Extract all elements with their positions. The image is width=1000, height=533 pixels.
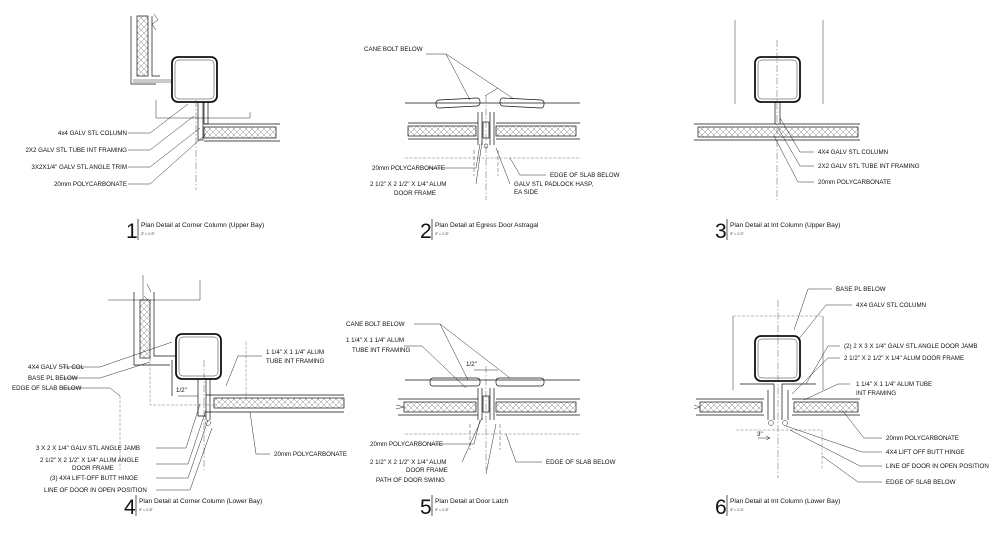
detail-2-title-block: 2 Plan Detail at Egress Door Astragal 3"… [420, 219, 539, 243]
detail-2-scale: 3" = 1'-0" [435, 232, 450, 236]
detail-5-label-6: 2 1/2" X 2 1/2" X 1/4" ALUM [370, 459, 446, 466]
detail-1-title: Plan Detail at Corner Column (Upper Bay) [141, 222, 264, 229]
detail-6-label-8: 20mm POLYCARBONATE [886, 435, 959, 442]
detail-1-label-4: 20mm POLYCARBONATE [54, 181, 127, 188]
detail-6-label-7: 3" [757, 431, 763, 438]
detail-4-label-10: (3) 4X4 LIFT-OFF BUTT HINGE [50, 475, 138, 482]
detail-4-scale: 3" = 1'-0" [139, 508, 154, 512]
detail-6-title-block: 6 Plan Detail at Int Column (Lower Bay) … [715, 495, 840, 519]
detail-5: CANE BOLT BELOW 1 1/4" X 1 1/4" ALUM TUB… [346, 321, 616, 519]
detail-5-label-9: EDGE OF SLAB BELOW [546, 459, 616, 466]
detail-3-title: Plan Detail at Int Column (Upper Bay) [730, 222, 840, 229]
detail-3-label-3: 20mm POLYCARBONATE [818, 179, 891, 186]
detail-3: 4X4 GALV STL COLUMN 2X2 GALV STL TUBE IN… [694, 20, 920, 243]
detail-4-label-12: 20mm POLYCARBONATE [274, 451, 347, 458]
detail-2: CANE BOLT BELOW 20mm POLYCARBONATE 2 1/2… [364, 46, 620, 243]
detail-6-label-11: EDGE OF SLAB BELOW [886, 479, 956, 486]
detail-6-label-9: 4X4 LIFT OFF BUTT HINGE [886, 449, 965, 456]
detail-5-label-5: 20mm POLYCARBONATE [370, 441, 443, 448]
detail-5-label-2: 1 1/4" X 1 1/4" ALUM [346, 337, 404, 344]
detail-5-label-4: 1/2" [466, 361, 477, 368]
detail-4-drawing [62, 275, 345, 491]
detail-4: 4X4 GALV STL COL BASE PL BELOW EDGE OF S… [12, 275, 347, 519]
detail-4-title-block: 4 Plan Detail at Corner Column (Lower Ba… [124, 495, 262, 519]
detail-2-label-6: GALV STL PADLOCK HASP, [514, 181, 593, 188]
detail-1-drawing [128, 13, 280, 190]
detail-6-label-2: 4X4 GALV STL COLUMN [856, 302, 926, 309]
detail-1-number: 1 [126, 220, 138, 243]
detail-6-scale: 3" = 1'-0" [730, 508, 745, 512]
detail-1-label-2: 2X2 GALV STL TUBE INT FRAMING [25, 147, 127, 154]
detail-4-title: Plan Detail at Corner Column (Lower Bay) [139, 498, 262, 505]
detail-4-label-7: 3 X 2 X 1/4" GALV STL ANGLE JAMB [36, 445, 140, 452]
detail-2-drawing [405, 53, 580, 200]
detail-4-label-9: DOOR FRAME [72, 465, 114, 472]
detail-5-title-block: 5 Plan Detail at Door Latch 3" = 1'-0" [420, 495, 509, 519]
detail-1-title-block: 1 Plan Detail at Corner Column (Upper Ba… [126, 219, 264, 243]
detail-2-title: Plan Detail at Egress Door Astragal [435, 222, 539, 229]
detail-5-number: 5 [420, 496, 432, 519]
detail-2-label-4: DOOR FRAME [394, 190, 436, 197]
detail-3-scale: 3" = 1'-0" [730, 232, 745, 236]
detail-6-title: Plan Detail at Int Column (Lower Bay) [730, 498, 840, 505]
detail-6-label-3: (2) 2 X 3 X 1/4" GALV STL ANGLE DOOR JAM… [844, 343, 978, 350]
detail-3-drawing [694, 20, 860, 200]
detail-3-label-2: 2X2 GALV STL TUBE INT FRAMING [818, 163, 920, 170]
detail-6-drawing [693, 288, 882, 483]
detail-6-label-10: LINE OF DOOR IN OPEN POSITION [886, 463, 989, 470]
detail-1-label-1: 4x4 GALV STL COLUMN [58, 130, 127, 137]
detail-2-label-2: 20mm POLYCARBONATE [372, 165, 445, 172]
detail-2-label-3: 2 1/2" X 2 1/2" X 1/4" ALUM [370, 181, 446, 188]
detail-4-label-2: BASE PL BELOW [28, 375, 78, 382]
detail-3-number: 3 [715, 220, 727, 243]
detail-2-label-5: EDGE OF SLAB BELOW [550, 172, 620, 179]
detail-6-label-5: 1 1/4" X 1 1/4" ALUM TUBE [856, 381, 932, 388]
detail-6-label-1: BASE PL BELOW [836, 286, 886, 293]
detail-6-label-6: INT FRAMING [856, 390, 896, 397]
detail-4-number: 4 [124, 496, 136, 519]
detail-5-title: Plan Detail at Door Latch [435, 498, 509, 505]
detail-5-label-7: DOOR FRAME [406, 467, 448, 474]
detail-1-label-3: 3X2X1/4" GALV STL ANGLE TRIM [31, 164, 127, 171]
detail-5-label-8: PATH OF DOOR SWING [376, 477, 445, 484]
detail-2-label-7: EA SIDE [514, 189, 538, 196]
detail-5-label-1: CANE BOLT BELOW [346, 321, 405, 328]
detail-3-title-block: 3 Plan Detail at Int Column (Upper Bay) … [715, 219, 840, 243]
detail-4-label-4: 1 1/4" X 1 1/4" ALUM [266, 349, 324, 356]
detail-2-number: 2 [420, 220, 432, 243]
detail-4-label-11: LINE OF DOOR IN OPEN POSITION [44, 487, 147, 494]
detail-5-label-3: TUBE INT FRAMING [352, 347, 411, 354]
detail-6-number: 6 [715, 496, 727, 519]
detail-1-scale: 3" = 1'-0" [141, 232, 156, 236]
detail-2-label-1: CANE BOLT BELOW [364, 46, 423, 53]
detail-4-label-3: EDGE OF SLAB BELOW [12, 385, 82, 392]
detail-4-label-6: 1/2" [176, 387, 187, 394]
detail-6-label-4: 2 1/2" X 2 1/2" X 1/4" ALUM DOOR FRAME [844, 355, 964, 362]
detail-5-drawing [395, 323, 580, 475]
detail-6: BASE PL BELOW 4X4 GALV STL COLUMN (2) 2 … [693, 286, 989, 519]
detail-4-label-1: 4X4 GALV STL COL [28, 364, 85, 371]
detail-4-label-8: 2 1/2" X 2 1/2" X 1/4" ALUM ANGLE [40, 457, 139, 464]
detail-3-label-1: 4X4 GALV STL COLUMN [818, 149, 888, 156]
detail-1: 4x4 GALV STL COLUMN 2X2 GALV STL TUBE IN… [25, 13, 280, 243]
detail-4-label-5: TUBE INT FRAMING [266, 358, 325, 365]
detail-5-scale: 3" = 1'-0" [435, 508, 450, 512]
